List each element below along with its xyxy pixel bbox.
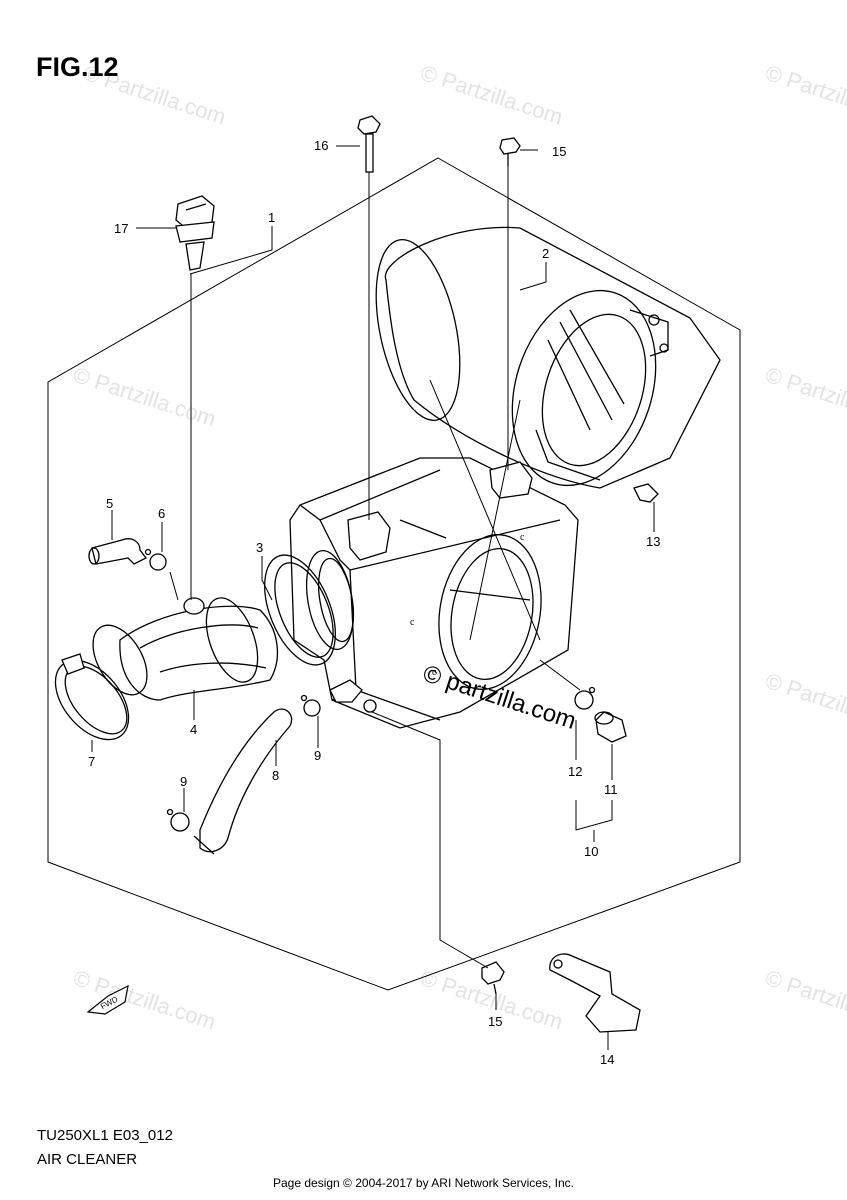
leader-lines <box>91 145 655 1050</box>
breather-valve <box>175 195 215 271</box>
seal-ring <box>264 554 336 666</box>
callout-1: 1 <box>268 210 275 225</box>
figure-title: FIG.12 <box>36 52 119 82</box>
drain-plug <box>594 711 627 743</box>
callout-4: 4 <box>190 722 197 737</box>
bolt <box>499 137 521 166</box>
hose-clip <box>574 686 596 710</box>
callout-10: 10 <box>584 844 598 859</box>
assembly-outline <box>47 157 741 991</box>
callout-7: 7 <box>88 754 95 769</box>
air-cleaner-case: c c c <box>289 457 579 729</box>
model-code: TU250XL1 E03_012 <box>37 1127 173 1144</box>
callout-15b: 15 <box>488 1014 502 1029</box>
callout-11: 11 <box>604 782 618 797</box>
svg-text:c: c <box>410 617 415 628</box>
screw <box>633 483 659 503</box>
copyright-footer: Page design © 2004-2017 by ARI Network S… <box>272 1176 574 1190</box>
long-bolt <box>357 115 381 173</box>
section-name: AIR CLEANER <box>37 1151 138 1168</box>
hose-clip <box>300 694 321 717</box>
callout-17: 17 <box>114 221 128 236</box>
hose-clamp <box>54 653 130 741</box>
svg-text:c: c <box>432 667 437 678</box>
callout-9a: 9 <box>314 748 321 763</box>
inlet-tube <box>92 597 279 701</box>
callout-15a: 15 <box>552 144 566 159</box>
callout-16: 16 <box>314 138 328 153</box>
callout-13: 13 <box>646 534 660 549</box>
callout-9b: 9 <box>180 774 187 789</box>
callout-12: 12 <box>568 764 582 779</box>
callout-2: 2 <box>542 246 549 261</box>
hose-clip <box>166 808 190 832</box>
guide-lines <box>169 166 581 969</box>
fwd-arrow-icon: FWD <box>86 984 129 1015</box>
callout-3: 3 <box>256 540 263 555</box>
svg-text:c: c <box>520 532 525 543</box>
callout-14: 14 <box>600 1052 614 1067</box>
air-filter-element <box>375 226 721 489</box>
callout-5: 5 <box>106 496 113 511</box>
hose-clip <box>144 548 167 571</box>
callout-6: 6 <box>158 506 165 521</box>
breather-hose-elbow <box>88 538 147 565</box>
callout-8: 8 <box>272 768 279 783</box>
drain-hose <box>193 708 293 855</box>
mounting-bracket <box>549 953 641 1033</box>
